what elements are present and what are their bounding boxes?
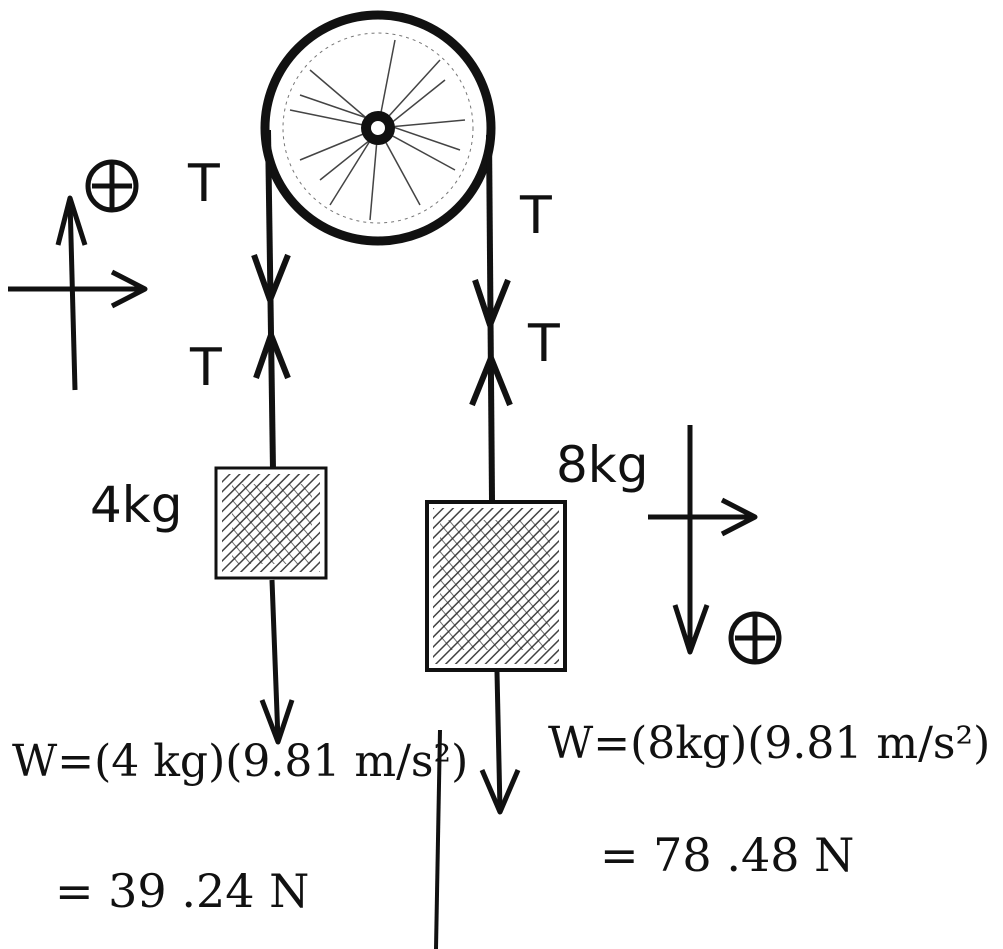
plus-circle-left-icon [85, 159, 139, 213]
equation-right-weight: W=(8kg)(9.81 m/s²) [548, 718, 991, 769]
mass-label-left: 4kg [90, 476, 183, 534]
equation-left-result: = 39 .24 N [55, 864, 310, 918]
arrow-tension-right-down [472, 278, 511, 328]
arrow-tension-right-up [469, 355, 513, 407]
arrow-tension-left-down [251, 253, 291, 303]
axis-right [648, 425, 758, 655]
arrow-tension-left-up [253, 332, 291, 380]
weight-arrow-left [259, 579, 295, 745]
weight-arrow-right [479, 671, 521, 815]
pulley [260, 10, 496, 246]
equation-left-weight: W=(4 kg)(9.81 m/s²) [12, 736, 469, 787]
tension-label-right-lower: T [528, 314, 560, 374]
tension-label-right-upper: T [520, 186, 552, 246]
equation-right-result: = 78 .48 N [600, 828, 855, 882]
block-4kg [214, 466, 328, 580]
mass-label-right: 8kg [556, 436, 649, 494]
tension-label-left-lower: T [190, 338, 222, 398]
tension-label-left-upper: T [188, 154, 220, 214]
axis-left [8, 195, 148, 391]
plus-circle-right-icon [728, 611, 782, 665]
block-8kg [425, 500, 567, 672]
divider-line [434, 729, 442, 949]
